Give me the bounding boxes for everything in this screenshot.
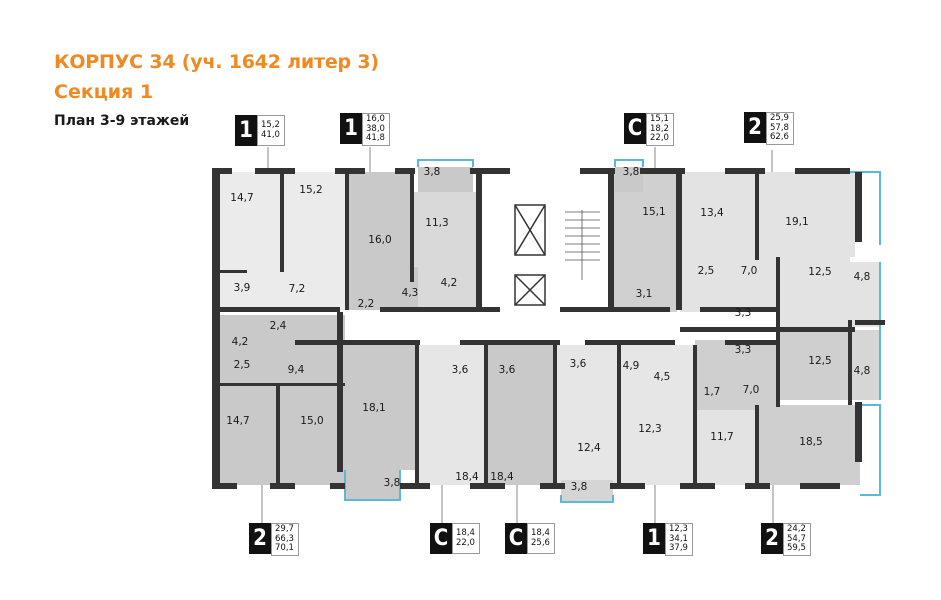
svg-text:2,4: 2,4 bbox=[270, 320, 287, 332]
apartment-tag-studio-c[interactable]: С 18,4 25,6 bbox=[505, 523, 555, 554]
apartment-areas: 15,2 41,0 bbox=[257, 115, 285, 146]
svg-text:4,9: 4,9 bbox=[623, 360, 640, 372]
apartment-type-badge: 1 bbox=[340, 113, 362, 144]
svg-text:4,3: 4,3 bbox=[402, 287, 419, 299]
svg-text:3,6: 3,6 bbox=[452, 364, 469, 376]
apartment-areas: 29,7 66,3 70,1 bbox=[271, 523, 299, 556]
svg-text:18,4: 18,4 bbox=[490, 471, 514, 483]
floor-plan-label: План 3-9 этажей bbox=[54, 113, 190, 129]
svg-text:18,1: 18,1 bbox=[362, 402, 385, 414]
apartment-type-badge: 1 bbox=[643, 523, 665, 554]
staircase bbox=[565, 210, 600, 280]
svg-text:4,8: 4,8 bbox=[854, 271, 871, 283]
apartment-areas: 15,1 18,2 22,0 bbox=[646, 113, 674, 146]
svg-text:7,2: 7,2 bbox=[289, 283, 306, 295]
svg-text:4,8: 4,8 bbox=[854, 365, 871, 377]
svg-text:7,0: 7,0 bbox=[741, 265, 758, 277]
elevator-shafts bbox=[514, 204, 546, 306]
walls bbox=[212, 168, 885, 489]
svg-text:3,8: 3,8 bbox=[424, 166, 441, 178]
svg-text:3,1: 3,1 bbox=[636, 288, 653, 300]
apartment-areas: 12,3 34,1 37,9 bbox=[665, 523, 693, 556]
svg-text:1,7: 1,7 bbox=[704, 386, 721, 398]
svg-text:18,4: 18,4 bbox=[455, 471, 479, 483]
svg-text:3,3: 3,3 bbox=[735, 307, 752, 319]
apartment-tag-2room-c[interactable]: 2 24,2 54,7 59,5 bbox=[761, 523, 811, 556]
apartment-tag-2room-b[interactable]: 2 29,7 66,3 70,1 bbox=[249, 523, 299, 556]
svg-text:3,6: 3,6 bbox=[499, 364, 516, 376]
svg-text:2,5: 2,5 bbox=[234, 359, 251, 371]
svg-text:3,3: 3,3 bbox=[735, 344, 752, 356]
apartment-type-badge: С bbox=[430, 523, 452, 554]
apartment-areas: 16,0 38,0 41,8 bbox=[362, 113, 390, 146]
apartment-areas: 24,2 54,7 59,5 bbox=[783, 523, 811, 556]
apartment-tag-studio-b[interactable]: С 18,4 22,0 bbox=[430, 523, 480, 554]
apartment-type-badge: 1 bbox=[235, 115, 257, 146]
svg-text:14,7: 14,7 bbox=[226, 415, 249, 427]
apartment-tag-studio-a[interactable]: С 15,1 18,2 22,0 bbox=[624, 113, 674, 146]
svg-text:12,5: 12,5 bbox=[808, 266, 831, 278]
svg-text:15,2: 15,2 bbox=[299, 184, 322, 196]
svg-text:4,2: 4,2 bbox=[232, 336, 249, 348]
svg-text:2,2: 2,2 bbox=[358, 298, 375, 310]
svg-text:15,1: 15,1 bbox=[642, 206, 665, 218]
svg-text:3,9: 3,9 bbox=[234, 282, 251, 294]
apartment-type-badge: 2 bbox=[249, 523, 271, 554]
room-fills bbox=[217, 167, 880, 502]
svg-text:11,3: 11,3 bbox=[425, 217, 448, 229]
apartment-areas: 18,4 22,0 bbox=[452, 523, 480, 554]
svg-text:3,8: 3,8 bbox=[623, 166, 640, 178]
apartment-tag-1room-a[interactable]: 1 15,2 41,0 bbox=[235, 115, 285, 146]
apartment-areas: 25,9 57,8 62,6 bbox=[766, 112, 794, 145]
svg-text:3,8: 3,8 bbox=[384, 477, 401, 489]
svg-text:3,8: 3,8 bbox=[571, 481, 588, 493]
svg-text:16,0: 16,0 bbox=[368, 234, 391, 246]
svg-text:11,7: 11,7 bbox=[710, 431, 733, 443]
svg-text:9,4: 9,4 bbox=[288, 364, 305, 376]
svg-text:15,0: 15,0 bbox=[300, 415, 323, 427]
apartment-tag-2room-a[interactable]: 2 25,9 57,8 62,6 bbox=[744, 112, 794, 145]
apartment-tag-1room-c[interactable]: 1 12,3 34,1 37,9 bbox=[643, 523, 693, 556]
svg-text:12,5: 12,5 bbox=[808, 355, 831, 367]
svg-text:3,6: 3,6 bbox=[570, 358, 587, 370]
svg-text:19,1: 19,1 bbox=[785, 216, 808, 228]
svg-text:12,3: 12,3 bbox=[638, 423, 661, 435]
svg-text:12,4: 12,4 bbox=[577, 442, 601, 454]
building-title: КОРПУС 34 (уч. 1642 литер 3) bbox=[54, 51, 379, 73]
svg-text:18,5: 18,5 bbox=[799, 436, 822, 448]
svg-text:14,7: 14,7 bbox=[230, 192, 253, 204]
svg-text:13,4: 13,4 bbox=[700, 207, 724, 219]
apartment-type-badge: С bbox=[624, 113, 646, 144]
apartment-type-badge: 2 bbox=[761, 523, 783, 554]
apartment-type-badge: 2 bbox=[744, 112, 766, 143]
svg-text:4,2: 4,2 bbox=[441, 277, 458, 289]
apartment-areas: 18,4 25,6 bbox=[527, 523, 555, 554]
svg-text:7,0: 7,0 bbox=[743, 384, 760, 396]
svg-text:2,5: 2,5 bbox=[698, 265, 715, 277]
room-labels: 14,7 15,2 16,0 3,8 11,3 3,9 7,2 2,2 4,3 … bbox=[226, 166, 870, 493]
section-title: Секция 1 bbox=[54, 81, 154, 103]
apartment-type-badge: С bbox=[505, 523, 527, 554]
svg-text:4,5: 4,5 bbox=[654, 371, 671, 383]
apartment-tag-1room-b[interactable]: 1 16,0 38,0 41,8 bbox=[340, 113, 390, 146]
